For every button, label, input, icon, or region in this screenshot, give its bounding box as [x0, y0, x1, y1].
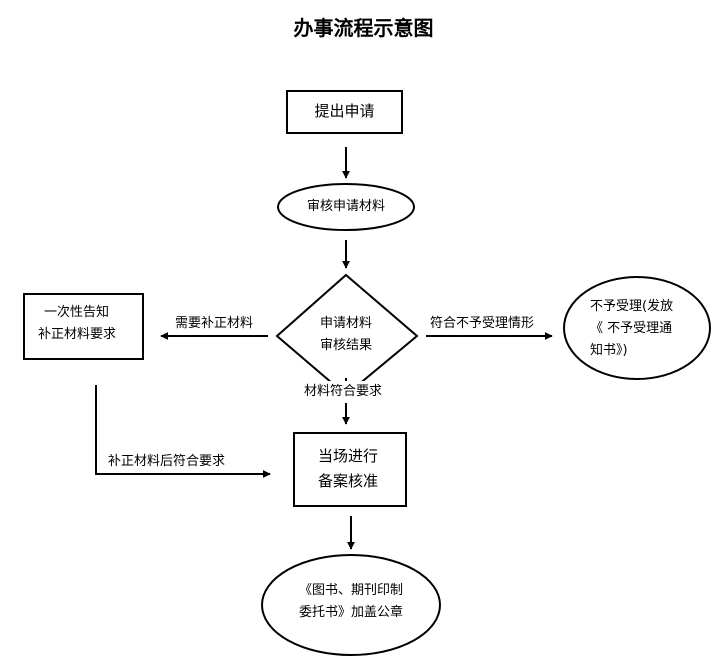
submit-label: 提出申请 — [314, 102, 375, 120]
reject-label-line1: 不予受理(发放 — [590, 299, 674, 314]
decision-label-line2: 审核结果 — [319, 338, 372, 353]
notify-label-line2: 补正材料要求 — [38, 327, 117, 342]
submit-box — [286, 90, 403, 134]
stamp-label: 《图书、期刊印制 委托书》加盖公章 — [272, 580, 430, 624]
edge-label-need-supplement: 需要补正材料 — [175, 316, 254, 331]
notify-box — [23, 293, 144, 360]
reject-label: 不予受理(发放 《 不予受理通 知书》) — [590, 296, 673, 362]
decision-label-line1: 申请材料 — [319, 316, 372, 331]
review-materials-ellipse — [277, 183, 415, 231]
onsite-label-line1: 当场进行 — [318, 447, 379, 465]
reject-label-line2: 《 不予受理通 — [590, 321, 673, 336]
edge-label-meets-requirements: 材料符合要求 — [302, 381, 385, 403]
arrow-notify-to-onsite — [95, 385, 271, 478]
notify-label: 一次性告知 补正材料要求 — [38, 302, 116, 346]
review-materials-label: 审核申请材料 — [306, 199, 385, 214]
page-title: 办事流程示意图 — [293, 16, 434, 40]
stamp-ellipse — [261, 554, 441, 656]
stamp-label-line2: 委托书》加盖公章 — [298, 605, 403, 620]
onsite-box — [293, 432, 407, 507]
onsite-label: 当场进行 备案核准 — [318, 444, 378, 494]
notify-label-line1: 一次性告知 — [44, 305, 110, 320]
onsite-label-line2: 备案核准 — [318, 472, 379, 490]
edge-label-after-supplement: 补正材料后符合要求 — [108, 454, 226, 469]
stamp-label-line1: 《图书、期刊印制 — [298, 583, 403, 598]
reject-ellipse — [563, 276, 711, 380]
decision-label: 申请材料 审核结果 — [296, 313, 396, 357]
edge-label-not-eligible: 符合不予受理情形 — [430, 316, 535, 331]
reject-label-line3: 知书》) — [590, 343, 628, 358]
